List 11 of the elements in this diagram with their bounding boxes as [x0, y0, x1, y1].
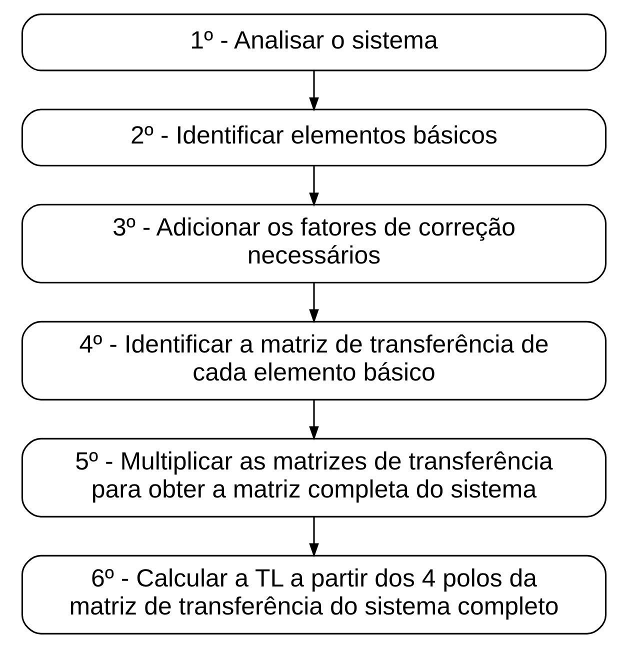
node-box: 1º - Analisar o sistema: [20, 14, 606, 72]
node-box: 6º - Calcular a TL a partir dos 4 polos da matriz de transferência do sistema completo: [20, 554, 606, 634]
node-box: 5º - Multiplicar as matrizes de transferência para obter a matriz completa do sistema: [20, 438, 606, 518]
node-box: 4º - Identificar a matriz de transferência de cada elemento básico: [20, 320, 606, 400]
arrow: [308, 400, 318, 440]
arrow: [308, 517, 318, 558]
arrow: [308, 166, 318, 207]
node-box: 2º - Identificar elementos básicos: [20, 108, 606, 166]
node-box: 3º - Adicionar os fatores de correção necessários: [20, 204, 606, 284]
arrow: [308, 283, 318, 324]
arrow: [308, 70, 318, 112]
